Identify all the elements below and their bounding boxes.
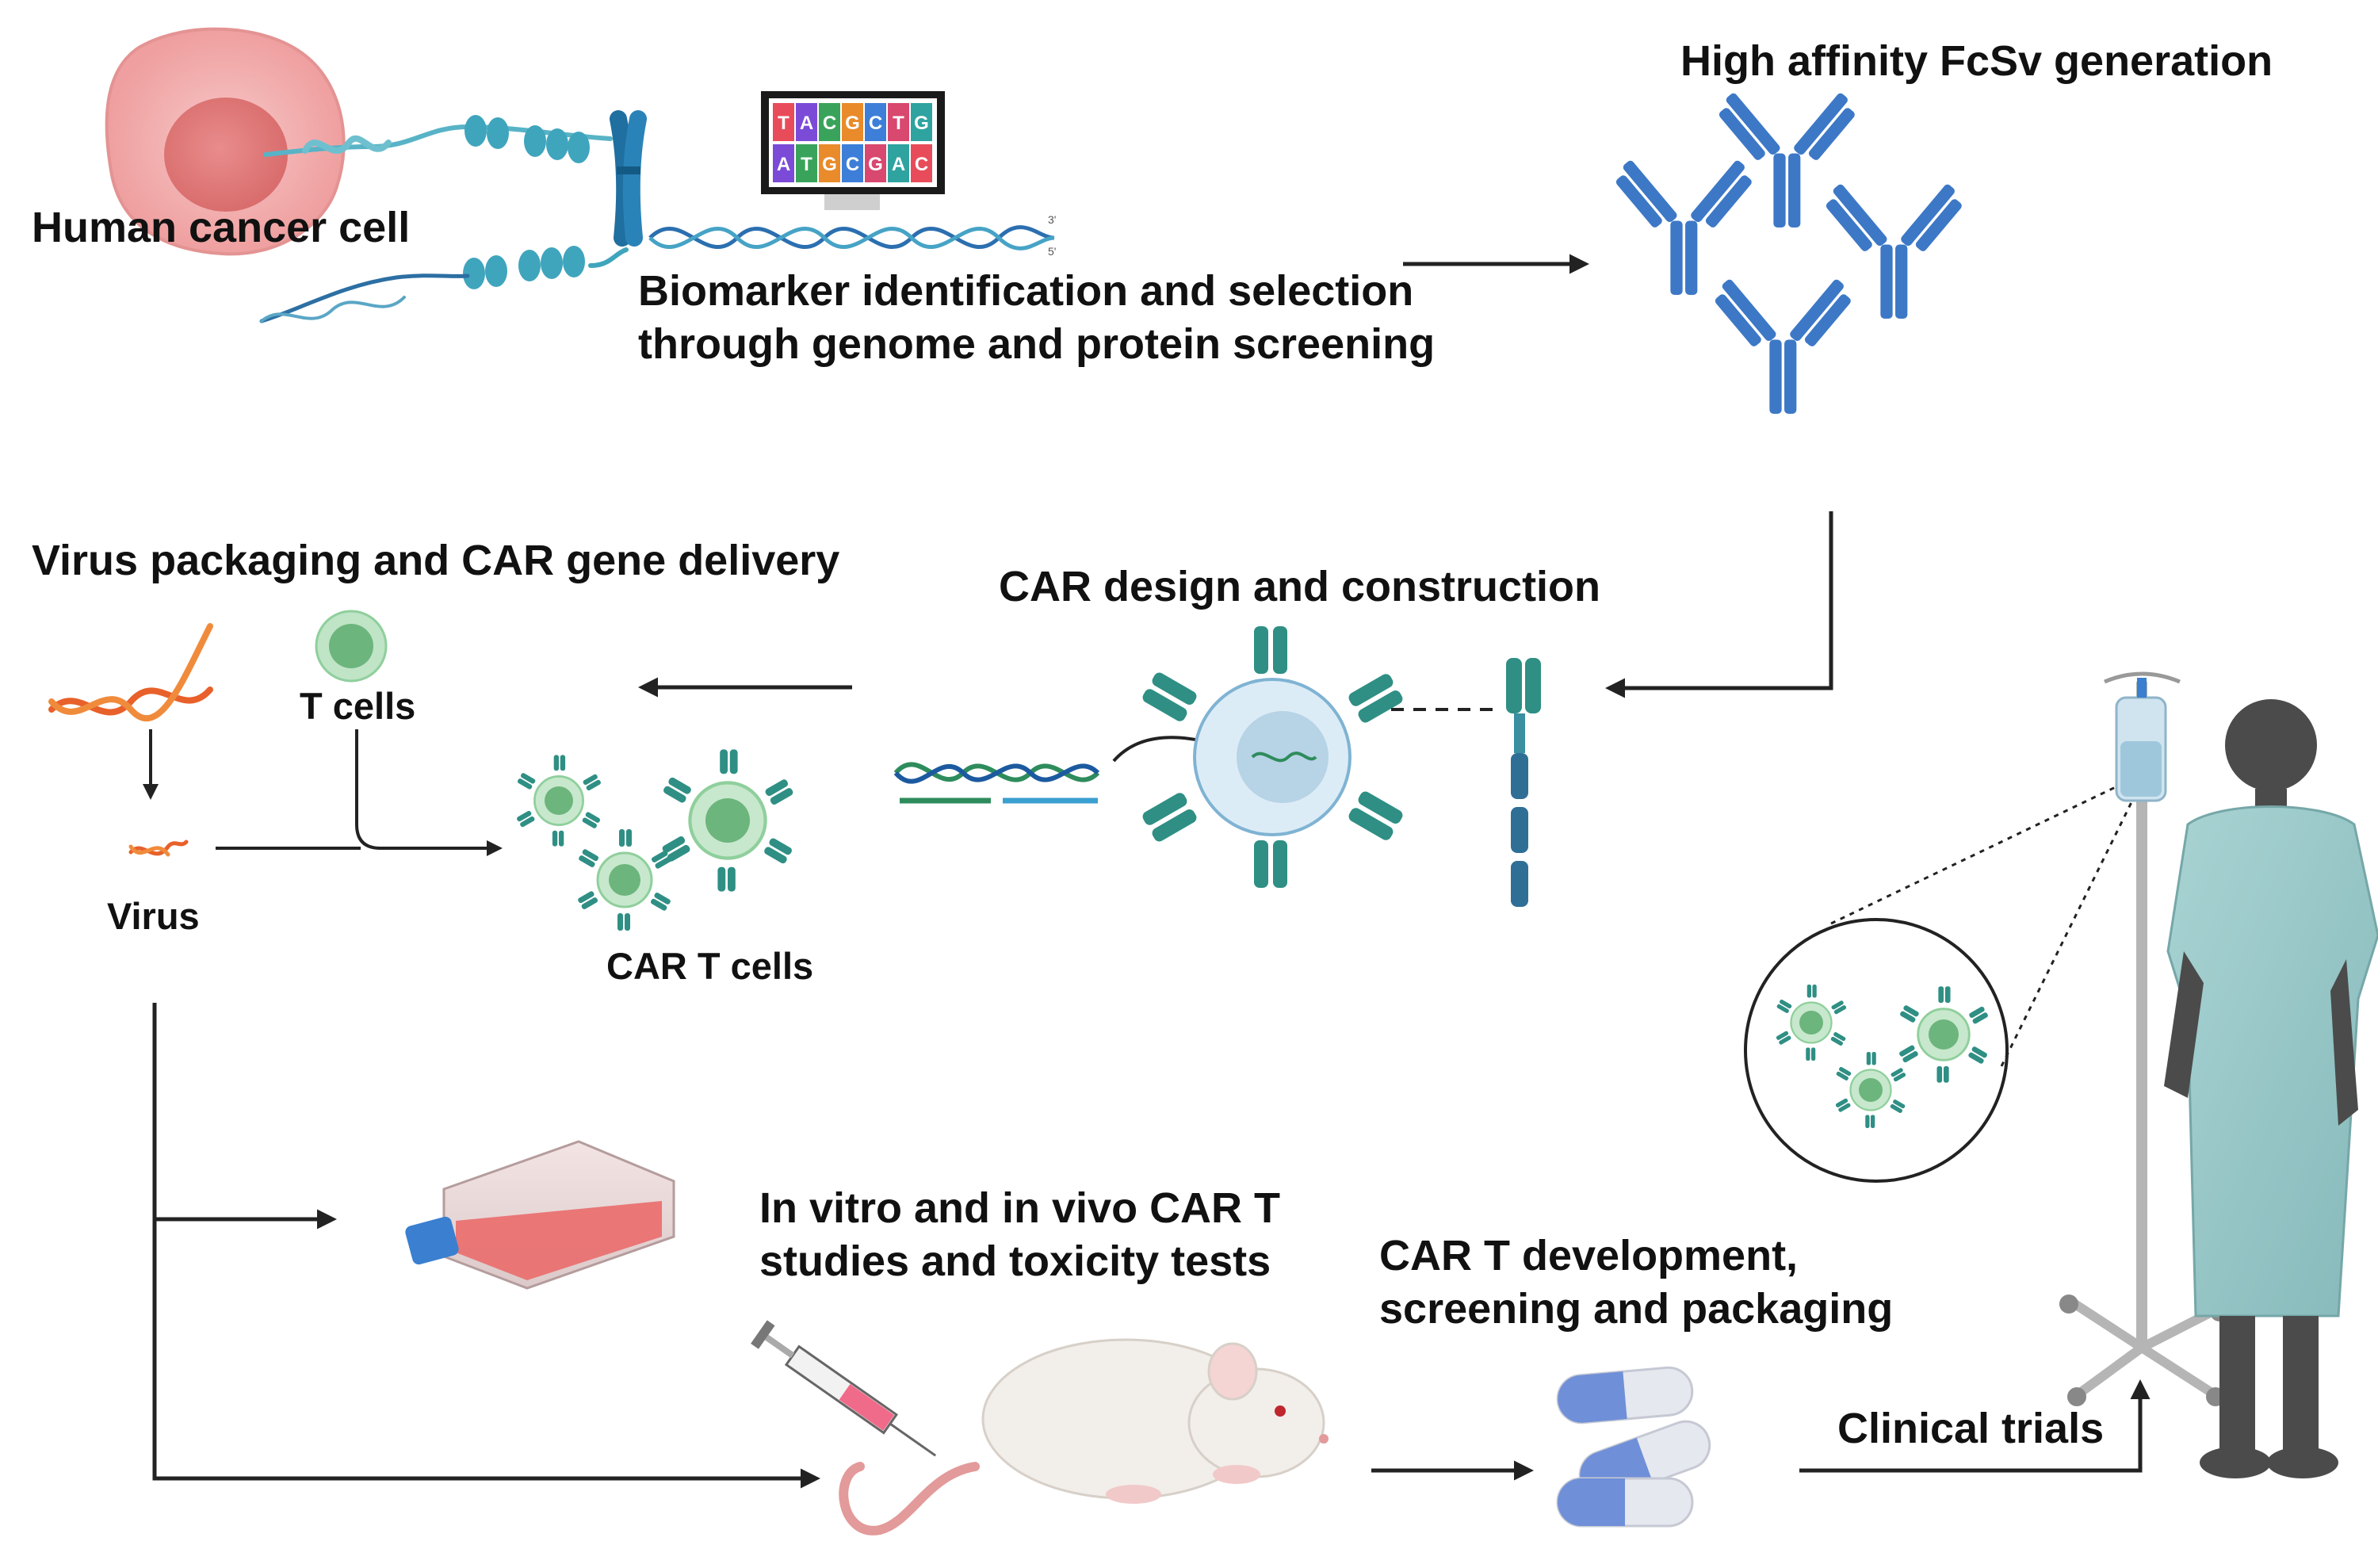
- screen-letter: T: [893, 113, 904, 134]
- arrow-tcell-merge: [355, 729, 503, 856]
- screen-letter: G: [845, 113, 860, 134]
- dna-strand-labels: 3' 5': [1048, 213, 1056, 258]
- iv-stand-icon: [2059, 671, 2229, 1406]
- syringe-icon: [751, 1320, 937, 1457]
- label-virus-packaging: Virus packaging and CAR gene delivery: [32, 537, 840, 584]
- screen-tile: [842, 103, 863, 141]
- screen-tile: [773, 103, 794, 141]
- screen-tile: [888, 144, 909, 182]
- arrow-pills-to-clinical: [1799, 1379, 2151, 1473]
- screen-tile: [865, 103, 886, 141]
- screen-letter: A: [892, 154, 905, 175]
- screen-letter: C: [846, 154, 859, 175]
- screen-tile: [773, 144, 794, 182]
- arrow-antibody-to-car-design: [1605, 511, 1833, 698]
- cell-culture-flask-icon: [405, 1140, 675, 1290]
- label-biomarker-line1: Biomarker identification and selection: [638, 267, 1414, 315]
- label-car-t-cells: CAR T cells: [606, 945, 814, 987]
- screen-tile: [796, 144, 817, 182]
- screen-letter: G: [868, 154, 883, 175]
- screen-tile: [819, 144, 840, 182]
- car-dna-icon: [893, 736, 1240, 804]
- car-t-cell-cluster: [514, 749, 794, 932]
- label-high-affinity: High affinity FcSv generation: [1680, 37, 2273, 85]
- screen-letter: G: [914, 113, 929, 134]
- screen-letter: G: [822, 154, 837, 175]
- screen-letter: T: [801, 154, 812, 175]
- screen-tile: [865, 144, 886, 182]
- screen-tile: [842, 144, 863, 182]
- screen-tile: [911, 144, 932, 182]
- label-biomarker-line2: through genome and protein screening: [638, 320, 1436, 368]
- virus-small-icon: [128, 839, 189, 857]
- infusion-zoom-circle: [1744, 783, 2134, 1183]
- screen-tile: [888, 103, 909, 141]
- label-human-cancer-cell: Human cancer cell: [32, 204, 411, 251]
- label-in-vitro-line1: In vitro and in vivo CAR T: [759, 1184, 1281, 1232]
- virus-rna-icon: [48, 623, 213, 722]
- screen-letter: C: [869, 113, 882, 134]
- label-in-vitro-line2: studies and toxicity tests: [759, 1237, 1271, 1285]
- label-car-design: CAR design and construction: [999, 563, 1601, 610]
- car-construct-cell-icon: [1142, 626, 1403, 888]
- t-cell-icon: [315, 610, 388, 683]
- screen-letter: A: [777, 154, 790, 175]
- arrow-virus-to-mouse: [152, 1003, 820, 1489]
- pills-group: [1554, 1364, 1718, 1528]
- screen-tile: [819, 103, 840, 141]
- lab-mouse-icon: [839, 1338, 1329, 1535]
- car-receptor-icon: [1506, 658, 1541, 907]
- screen-letter: T: [778, 113, 789, 134]
- strand-label-3prime: 3': [1048, 213, 1056, 226]
- dna-coil-strands: [259, 115, 629, 323]
- antibody-cluster: [1610, 91, 1968, 414]
- dna-helix-icon: [648, 225, 1055, 250]
- screen-letter: C: [915, 154, 928, 175]
- label-car-t-dev-line1: CAR T development,: [1379, 1232, 1799, 1279]
- label-t-cells: T cells: [300, 685, 416, 727]
- strand-label-5prime: 5': [1048, 245, 1056, 258]
- label-clinical-trials: Clinical trials: [1837, 1405, 2105, 1452]
- screen-letter: C: [823, 113, 836, 134]
- cancer-cell-icon: [105, 27, 346, 256]
- label-virus: Virus: [107, 895, 200, 937]
- screen-letter: A: [800, 113, 813, 134]
- patient-icon: [2164, 699, 2378, 1478]
- label-car-t-dev-line2: screening and packaging: [1379, 1285, 1894, 1333]
- screen-tile: [796, 103, 817, 141]
- screen-tile: [911, 103, 932, 141]
- chromosome-icon: [610, 110, 647, 247]
